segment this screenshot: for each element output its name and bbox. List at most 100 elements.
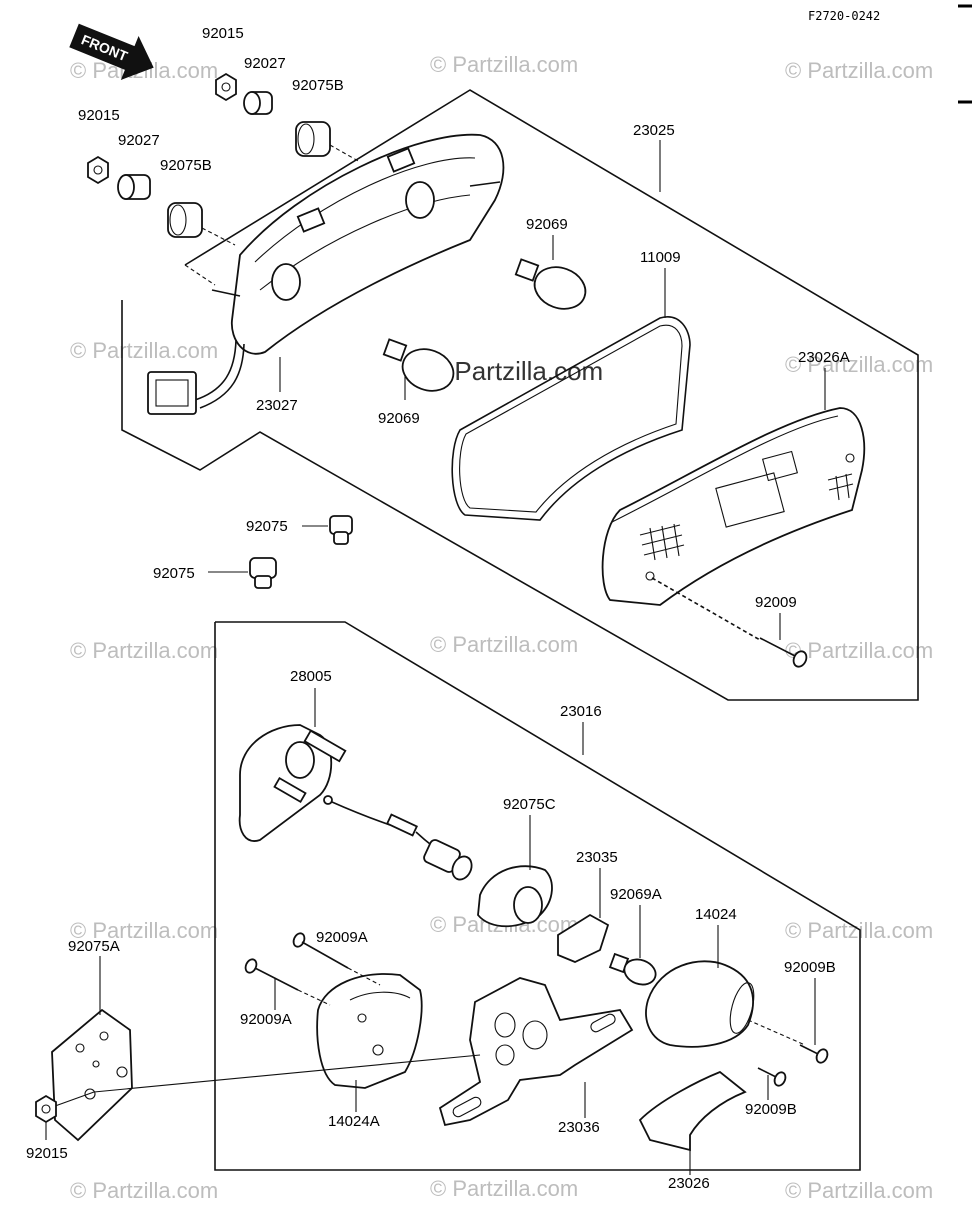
- label-23036: 23036: [558, 1119, 600, 1136]
- watermark: © Partzilla.com: [70, 638, 218, 663]
- gasket-inner: [459, 324, 683, 513]
- label-23025: 23025: [633, 122, 675, 139]
- lower-assembly: [214, 621, 861, 1171]
- lens-pattern: [639, 473, 854, 561]
- label-92075B-top: 92075B: [292, 77, 344, 94]
- gasket-11009: [451, 268, 691, 521]
- housing-stud: [469, 181, 501, 187]
- label-92075A: 92075A: [68, 938, 120, 955]
- lamp-base-14024A: [316, 973, 423, 1112]
- bulb-glass: [401, 348, 455, 392]
- screw-head: [244, 958, 258, 974]
- front-arrow-icon: [69, 23, 154, 80]
- nut-92015: [87, 155, 109, 185]
- lens-screw-hole: [645, 571, 655, 581]
- wire-terminal: [323, 795, 333, 805]
- wire: [331, 801, 391, 826]
- upper-assembly: [121, 89, 919, 701]
- screw-92009A-a: [292, 932, 381, 986]
- nut-body: [35, 1094, 57, 1124]
- wire-harness: [199, 343, 245, 409]
- assembly-line: [201, 227, 236, 246]
- bracket-23036: [438, 977, 634, 1127]
- lens-window: [715, 472, 785, 528]
- bracket-slot: [452, 1096, 482, 1118]
- gasket-outer: [451, 316, 691, 521]
- watermark: © Partzilla.com: [785, 1178, 933, 1200]
- socket-wire: [323, 795, 473, 881]
- label-92009B-a: 92009B: [784, 959, 836, 976]
- plate-hole: [75, 1043, 85, 1053]
- lamp-base-hole: [372, 1044, 384, 1056]
- watermark: © Partzilla.com: [70, 1178, 218, 1200]
- assembly-line: [297, 989, 331, 1006]
- screw-head: [773, 1071, 787, 1087]
- tail-lamp-housing: [147, 133, 505, 415]
- bulb-glass: [533, 266, 587, 310]
- plate-hole: [84, 1088, 96, 1100]
- lens-cap-rim: [729, 982, 755, 1034]
- nut-92015: [215, 72, 237, 102]
- plate-hole: [99, 1031, 109, 1041]
- assembly-line: [184, 264, 216, 286]
- label-92015-bottom: 92015: [26, 1145, 68, 1162]
- label-23016: 23016: [560, 703, 602, 720]
- screw-92009B-b: [757, 1067, 787, 1100]
- watermark: © Partzilla.com: [430, 52, 578, 77]
- hardware-top: [87, 72, 361, 286]
- grommet-92075-b: [208, 557, 277, 589]
- nut-hole: [93, 165, 103, 175]
- watermark: © Partzilla.com: [430, 632, 578, 657]
- socket-hole: [271, 263, 301, 301]
- screw-92009A-b: [244, 958, 331, 1010]
- grommet-stem: [254, 575, 272, 589]
- wire-sleeve: [386, 813, 418, 837]
- lens-window: [761, 450, 799, 482]
- label-92075-a: 92075: [246, 518, 288, 535]
- bracket-body: [438, 977, 634, 1127]
- socket-housing-hole: [285, 741, 315, 779]
- bracket-hole: [494, 1012, 516, 1038]
- label-92015-top: 92015: [202, 25, 244, 42]
- lens-screw-hole: [845, 453, 855, 463]
- socket-housing-post: [273, 776, 307, 804]
- bulb-92069-top: [514, 235, 587, 310]
- socket-housing-28005: [238, 688, 347, 842]
- watermark: © Partzilla.com: [785, 352, 933, 377]
- label-92009A-b: 92009A: [240, 1011, 292, 1028]
- assembly-line: [747, 1019, 806, 1046]
- label-23027: 23027: [256, 397, 298, 414]
- nut-hole: [41, 1104, 51, 1114]
- tail-lamp-housing-body: [231, 133, 505, 355]
- lens-23026A: [601, 368, 866, 606]
- drawing-code: F2720-0242: [808, 9, 880, 23]
- nut-92015-bottom: [35, 1094, 57, 1140]
- screw-92009B-a: [799, 978, 829, 1064]
- plate-hole: [116, 1066, 128, 1078]
- grommet-92075-a: [302, 515, 353, 545]
- lens-cap-14024: [645, 925, 806, 1048]
- screw-shank: [301, 941, 349, 969]
- label-23035: 23035: [576, 849, 618, 866]
- bulb-glass: [623, 958, 657, 986]
- watermark: © Partzilla.com: [70, 918, 218, 943]
- watermark: © Partzilla.com: [785, 58, 933, 83]
- grommet-stem: [333, 531, 349, 545]
- label-23026: 23026: [668, 1175, 710, 1192]
- label-14024A: 14024A: [328, 1113, 380, 1130]
- socket-plug-face: [451, 855, 473, 881]
- lamp-base-rim: [349, 991, 411, 1001]
- lower-assembly-outline: [214, 621, 861, 1171]
- grommet-body: [249, 557, 277, 579]
- label-92015-left: 92015: [78, 107, 120, 124]
- housing-stud: [211, 289, 241, 297]
- grommet-92075B: [295, 121, 331, 157]
- watermark: © Partzilla.com: [430, 1176, 578, 1200]
- grommet-92075B: [167, 202, 203, 238]
- label-92075-b: 92075: [153, 565, 195, 582]
- watermark-grid: © Partzilla.com © Partzilla.com © Partzi…: [70, 52, 933, 1203]
- socket-23035: [557, 868, 610, 963]
- grommet-face: [169, 204, 187, 236]
- assembly-line: [93, 1054, 481, 1093]
